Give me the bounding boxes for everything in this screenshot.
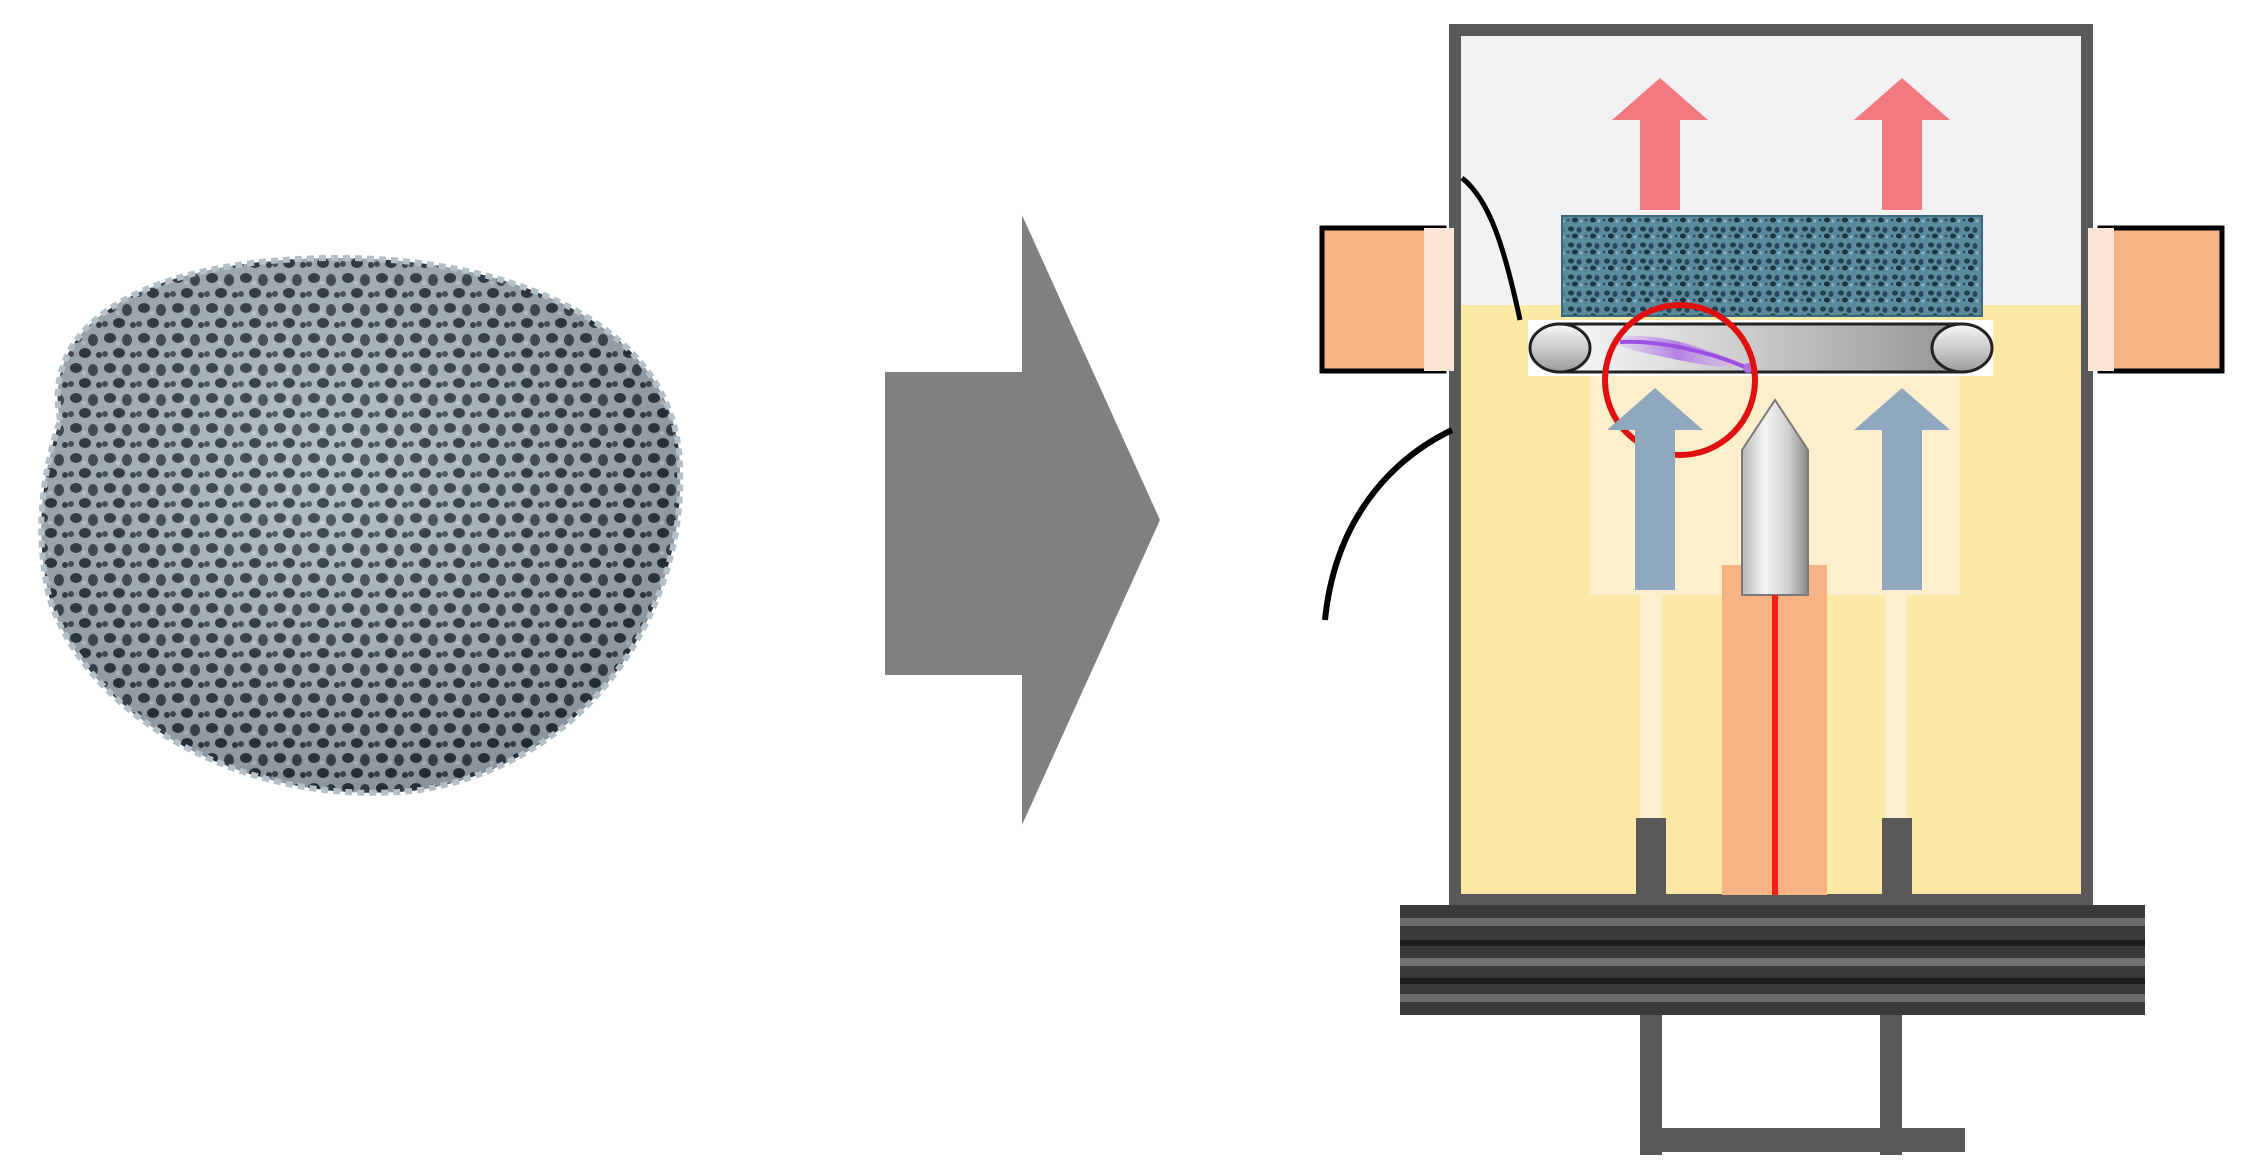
reactor-chamber xyxy=(1319,24,2225,1155)
exhaust-arrow-right-icon xyxy=(1854,78,1950,210)
base-stand xyxy=(1640,1015,1965,1155)
support-rod xyxy=(1528,320,1994,376)
support-leg-right xyxy=(1882,818,1912,898)
inflow-arrow-right-icon xyxy=(1854,388,1950,590)
process-arrow-icon xyxy=(885,215,1160,825)
thermocouple-wire-lower xyxy=(1322,427,1454,621)
exhaust-arrow-left-icon xyxy=(1612,78,1708,210)
inflow-arrow-left-icon xyxy=(1607,388,1703,590)
base-flange xyxy=(1400,905,2145,1015)
magnet-coil-left xyxy=(1319,225,1454,374)
support-leg-left xyxy=(1636,818,1666,898)
foam-disc-sample xyxy=(38,254,684,796)
highlight-circle xyxy=(1602,302,1758,458)
magnet-coil-right xyxy=(2088,225,2225,374)
laser-nozzle xyxy=(1741,398,1809,596)
thermocouple-wire-upper xyxy=(1460,176,1523,321)
chamber-wall xyxy=(1449,24,2093,906)
porous-sample-block xyxy=(1561,215,1983,317)
